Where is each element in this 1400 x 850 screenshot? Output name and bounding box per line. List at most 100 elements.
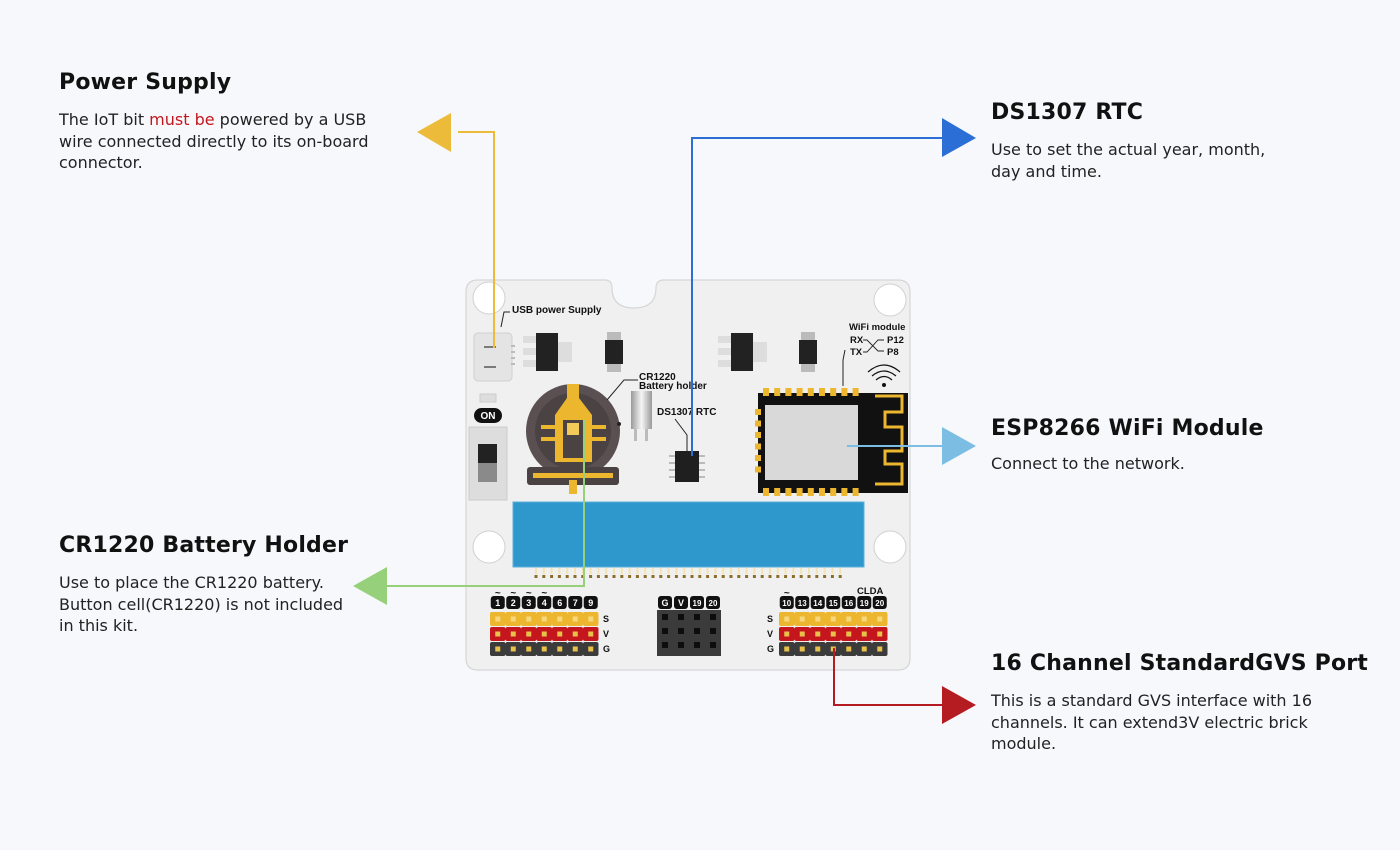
- callout-text: Connect to the network.: [991, 454, 1185, 473]
- voltage-regulator: [523, 333, 572, 371]
- mounting-hole: [472, 281, 506, 315]
- edge-pin-foot: [542, 575, 546, 578]
- pin-number-badge: [706, 596, 720, 609]
- edge-pin: [589, 568, 592, 574]
- row-label: G: [767, 644, 774, 654]
- edge-pin: [792, 568, 795, 574]
- pin-number: 1: [495, 598, 500, 608]
- edge-pin-foot: [620, 575, 624, 578]
- pin-number: 19: [860, 599, 869, 608]
- pin-number: V: [678, 598, 684, 608]
- callout-title: Power Supply: [59, 70, 232, 95]
- p8-label: P8: [887, 347, 899, 358]
- pin-pad: [541, 631, 547, 637]
- pin-pad: [526, 631, 532, 637]
- pin-number-badge: [826, 596, 841, 609]
- pin-pad: [846, 631, 852, 637]
- label-leader: [500, 311, 510, 328]
- pin-pad: [510, 646, 516, 652]
- pin-number: 16: [844, 599, 853, 608]
- tx-label: TX: [850, 347, 863, 358]
- pin-pad: [495, 616, 501, 622]
- power-switch[interactable]: [468, 426, 508, 501]
- edge-pin-foot: [752, 575, 756, 578]
- edge-pin: [550, 568, 553, 574]
- mounting-hole: [472, 530, 506, 564]
- pin-pad: [799, 631, 805, 637]
- edge-pin: [745, 568, 748, 574]
- pin-number: 19: [693, 599, 702, 608]
- edge-pin: [808, 568, 810, 574]
- pin-pad: [877, 646, 883, 652]
- edge-pin-foot: [713, 575, 717, 578]
- edge-pin-foot: [745, 575, 749, 578]
- on-label: ON: [481, 411, 496, 422]
- pin-pad: [815, 631, 821, 637]
- on-badge: [474, 408, 502, 423]
- pin-number-badge: [857, 596, 872, 609]
- pin-pad: [846, 616, 852, 622]
- edge-pin: [652, 568, 654, 574]
- diode: [799, 332, 817, 372]
- edge-pin-foot: [674, 575, 678, 578]
- rtc-arrow-icon: [942, 118, 976, 157]
- pin-number-badge: [568, 596, 583, 609]
- edge-pin: [628, 568, 631, 574]
- female-socket: [694, 614, 700, 620]
- callout-ds1307-rtc: DS1307 RTC Use to set the actual year, m…: [991, 100, 1291, 182]
- label-leader: [674, 418, 688, 456]
- pwm-tilde: ~: [784, 588, 790, 599]
- pin-pad: [588, 631, 594, 637]
- usb-label: USB power Supply: [512, 305, 602, 316]
- edge-pin: [769, 568, 771, 574]
- pin-pad: [510, 631, 516, 637]
- pin-pad: [830, 631, 836, 637]
- edge-pin: [831, 568, 834, 574]
- row-label: S: [767, 614, 773, 624]
- pin-pad: [861, 631, 867, 637]
- pin-pad: [572, 646, 578, 652]
- pin-pad: [588, 646, 594, 652]
- edge-pin-foot: [643, 575, 647, 578]
- edge-pin-foot: [815, 575, 819, 578]
- wifi-pad: [852, 388, 859, 396]
- edge-pin-foot: [667, 575, 671, 578]
- female-socket: [710, 614, 716, 620]
- edge-pin-foot: [721, 575, 725, 578]
- wifi-pad: [755, 420, 761, 427]
- wifi-pad: [755, 409, 761, 415]
- wifi-pad: [796, 388, 803, 396]
- edge-pin-foot: [807, 575, 811, 578]
- wifi-signal-icon: [867, 364, 901, 387]
- edge-pin-foot: [682, 575, 686, 578]
- edge-pin: [558, 568, 561, 574]
- cr1220-label: Battery holder: [639, 381, 707, 392]
- p12-label: P12: [887, 335, 904, 346]
- wifi-pad: [830, 388, 837, 396]
- callout-text: The IoT bit must be powered by a USB wir…: [59, 109, 389, 174]
- wifi-pad: [807, 388, 814, 396]
- pin-pad: [510, 616, 516, 622]
- row-label: V: [603, 629, 609, 639]
- edge-pin-foot: [768, 575, 772, 578]
- voltage-regulator: [718, 333, 767, 371]
- callout-title: ESP8266 WiFi Module: [991, 416, 1264, 441]
- pin-pad: [588, 616, 594, 622]
- power-connector-line: [458, 131, 495, 348]
- female-socket: [678, 642, 684, 648]
- callout-text: Use to place the CR1220 battery. Button …: [59, 573, 344, 635]
- callout-gvs-port: 16 Channel StandardGVS Port This is a st…: [991, 651, 1371, 755]
- pin-number-badge: [690, 596, 704, 609]
- pin-number-badge: [583, 596, 598, 609]
- edge-pin: [753, 568, 756, 574]
- edge-pin: [784, 568, 787, 574]
- callout-text: Use to set the actual year, month, day a…: [991, 140, 1266, 181]
- edge-pin: [800, 568, 803, 574]
- rtc-connector-line: [691, 137, 942, 456]
- clda-label: CLDA: [857, 586, 884, 597]
- pin-number: 7: [573, 598, 578, 608]
- pin-pad: [861, 616, 867, 622]
- female-socket: [694, 628, 700, 634]
- edge-pin-foot: [596, 575, 600, 578]
- pin-number-badge: [658, 596, 672, 609]
